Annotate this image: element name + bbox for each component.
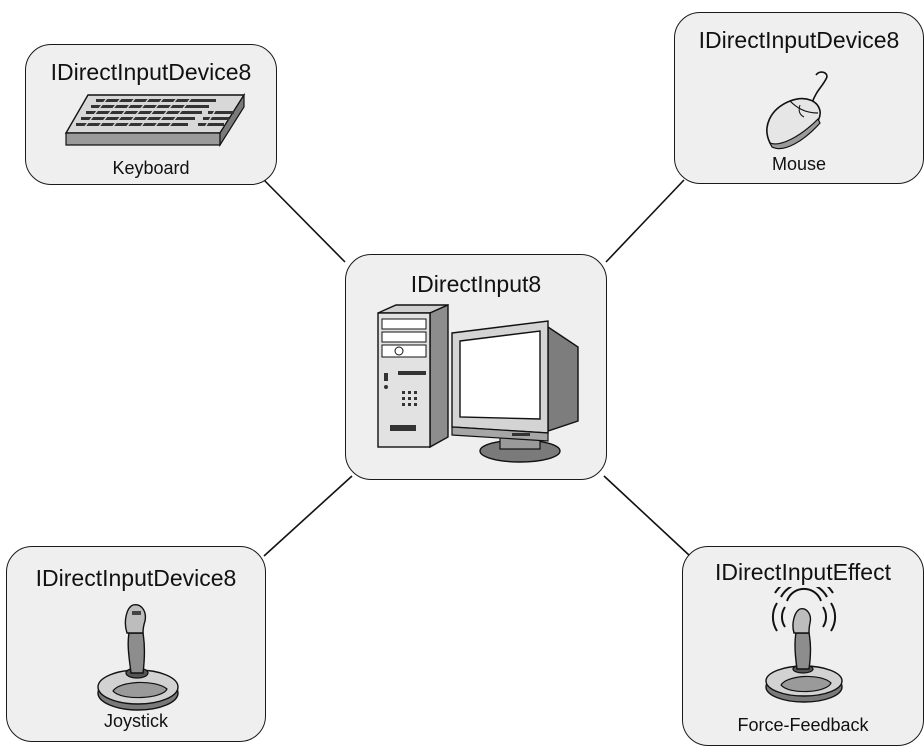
mouse-device-node: IDirectInputDevice8 Mouse — [674, 12, 924, 184]
keyboard-node-caption: Keyboard — [112, 158, 190, 178]
keyboard-node-title: IDirectInputDevice8 — [50, 59, 252, 85]
connector-center-mouse — [605, 179, 685, 263]
force-feedback-node-title: IDirectInputEffect — [715, 559, 891, 585]
mouse-node-caption: Mouse — [771, 154, 827, 174]
connector-center-joystick — [263, 475, 353, 557]
keyboard-device-node: IDirectInputDevice8 Keyboard — [25, 44, 277, 185]
joystick-icon — [97, 604, 179, 711]
center-node-title: IDirectInput8 — [410, 271, 542, 297]
directinput-core-node: IDirectInput8 — [345, 254, 607, 480]
connector-center-keyboard — [263, 179, 346, 263]
force-feedback-joystick-icon — [765, 587, 843, 703]
joystick-device-node: IDirectInputDevice8 Joystick — [6, 546, 266, 742]
keyboard-icon — [64, 92, 246, 148]
desktop-computer-icon — [377, 303, 579, 463]
force-feedback-node-caption: Force-Feedback — [737, 715, 869, 735]
joystick-node-title: IDirectInputDevice8 — [35, 565, 237, 591]
mouse-node-title: IDirectInputDevice8 — [698, 27, 900, 53]
mouse-icon — [766, 71, 828, 150]
connector-center-force-feedback — [603, 475, 691, 557]
joystick-node-caption: Joystick — [103, 711, 168, 731]
force-feedback-effect-node: IDirectInputEffect Force-Feedback — [682, 546, 924, 746]
